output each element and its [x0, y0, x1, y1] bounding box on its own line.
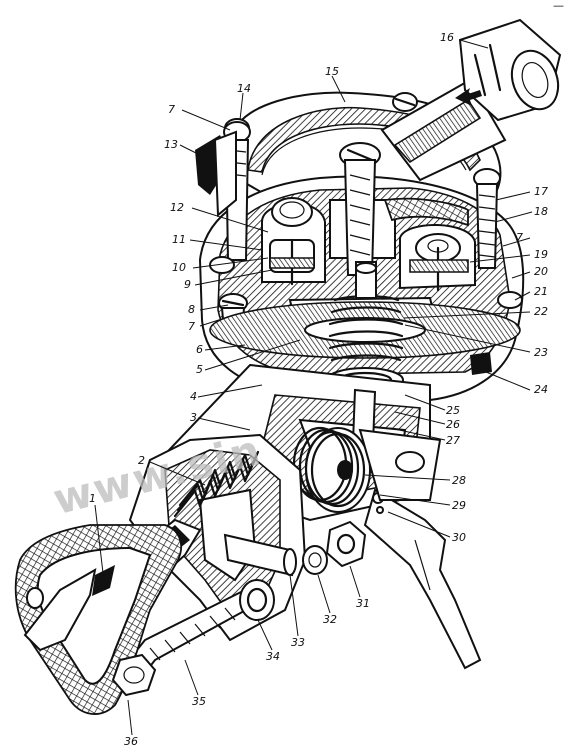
- callout-6: 6: [196, 343, 203, 356]
- bushing: [239, 579, 275, 621]
- mounting-gasket: [14, 524, 182, 715]
- callout-9: 9: [184, 278, 191, 291]
- callout-21: 21: [534, 285, 548, 298]
- callout-35: 35: [192, 695, 206, 708]
- callout-34: 34: [266, 650, 280, 663]
- callout-25: 25: [446, 404, 460, 417]
- callout-36: 36: [124, 735, 138, 748]
- flange-screw: [209, 256, 235, 274]
- callout-17: 17: [534, 185, 548, 198]
- stud-bolt-right: [473, 168, 501, 269]
- callout-12: 12: [170, 201, 184, 214]
- corner-mark: —: [553, 0, 564, 12]
- callout-7c: 7: [516, 231, 523, 244]
- callout-16: 16: [440, 31, 454, 44]
- callout-26: 26: [446, 418, 460, 431]
- callout-14: 14: [237, 82, 251, 95]
- spring-washer: [302, 545, 328, 575]
- callout-8: 8: [188, 303, 195, 316]
- flange-screw: [497, 291, 523, 309]
- callout-31: 31: [356, 597, 370, 610]
- inlet-fitting: [380, 18, 562, 182]
- hex-nut: [111, 653, 157, 697]
- callout-28: 28: [452, 474, 466, 487]
- priming-lever: [363, 488, 482, 670]
- lever-nut: [325, 520, 367, 568]
- callout-32: 32: [323, 613, 337, 626]
- callout-30: 30: [452, 531, 466, 544]
- callout-4: 4: [190, 390, 197, 403]
- callout-24: 24: [534, 383, 548, 396]
- pivot-bolt: [223, 533, 297, 577]
- cover-screw: [392, 92, 418, 112]
- flange-screw: [470, 352, 492, 375]
- callout-7b: 7: [188, 320, 195, 333]
- callout-2: 2: [138, 454, 145, 467]
- callout-10: 10: [172, 261, 186, 274]
- callout-1: 1: [89, 492, 96, 505]
- callout-labels: 1 2 3 4 5 6 7 7 7 8 9 10 11 12 13 14 15 …: [89, 31, 548, 748]
- callout-33: 33: [291, 636, 305, 649]
- callout-13: 13: [164, 138, 178, 151]
- callout-22: 22: [534, 305, 548, 318]
- callout-5: 5: [196, 363, 203, 376]
- callout-23: 23: [534, 346, 548, 359]
- callout-7a: 7: [168, 103, 175, 116]
- callout-29: 29: [452, 499, 466, 512]
- side-bracket: [195, 130, 237, 218]
- leader-lines: [94, 39, 533, 736]
- callout-3: 3: [190, 411, 197, 424]
- callout-27: 27: [446, 434, 460, 447]
- return-spring: [173, 450, 260, 518]
- center-bolt: [339, 142, 381, 276]
- rocker-spring: [292, 426, 371, 513]
- callout-18: 18: [534, 205, 548, 218]
- side-mounting-flange: [358, 428, 442, 501]
- callout-20: 20: [534, 265, 548, 278]
- callout-11: 11: [172, 233, 186, 246]
- callout-15: 15: [325, 65, 339, 78]
- callout-19: 19: [534, 248, 548, 261]
